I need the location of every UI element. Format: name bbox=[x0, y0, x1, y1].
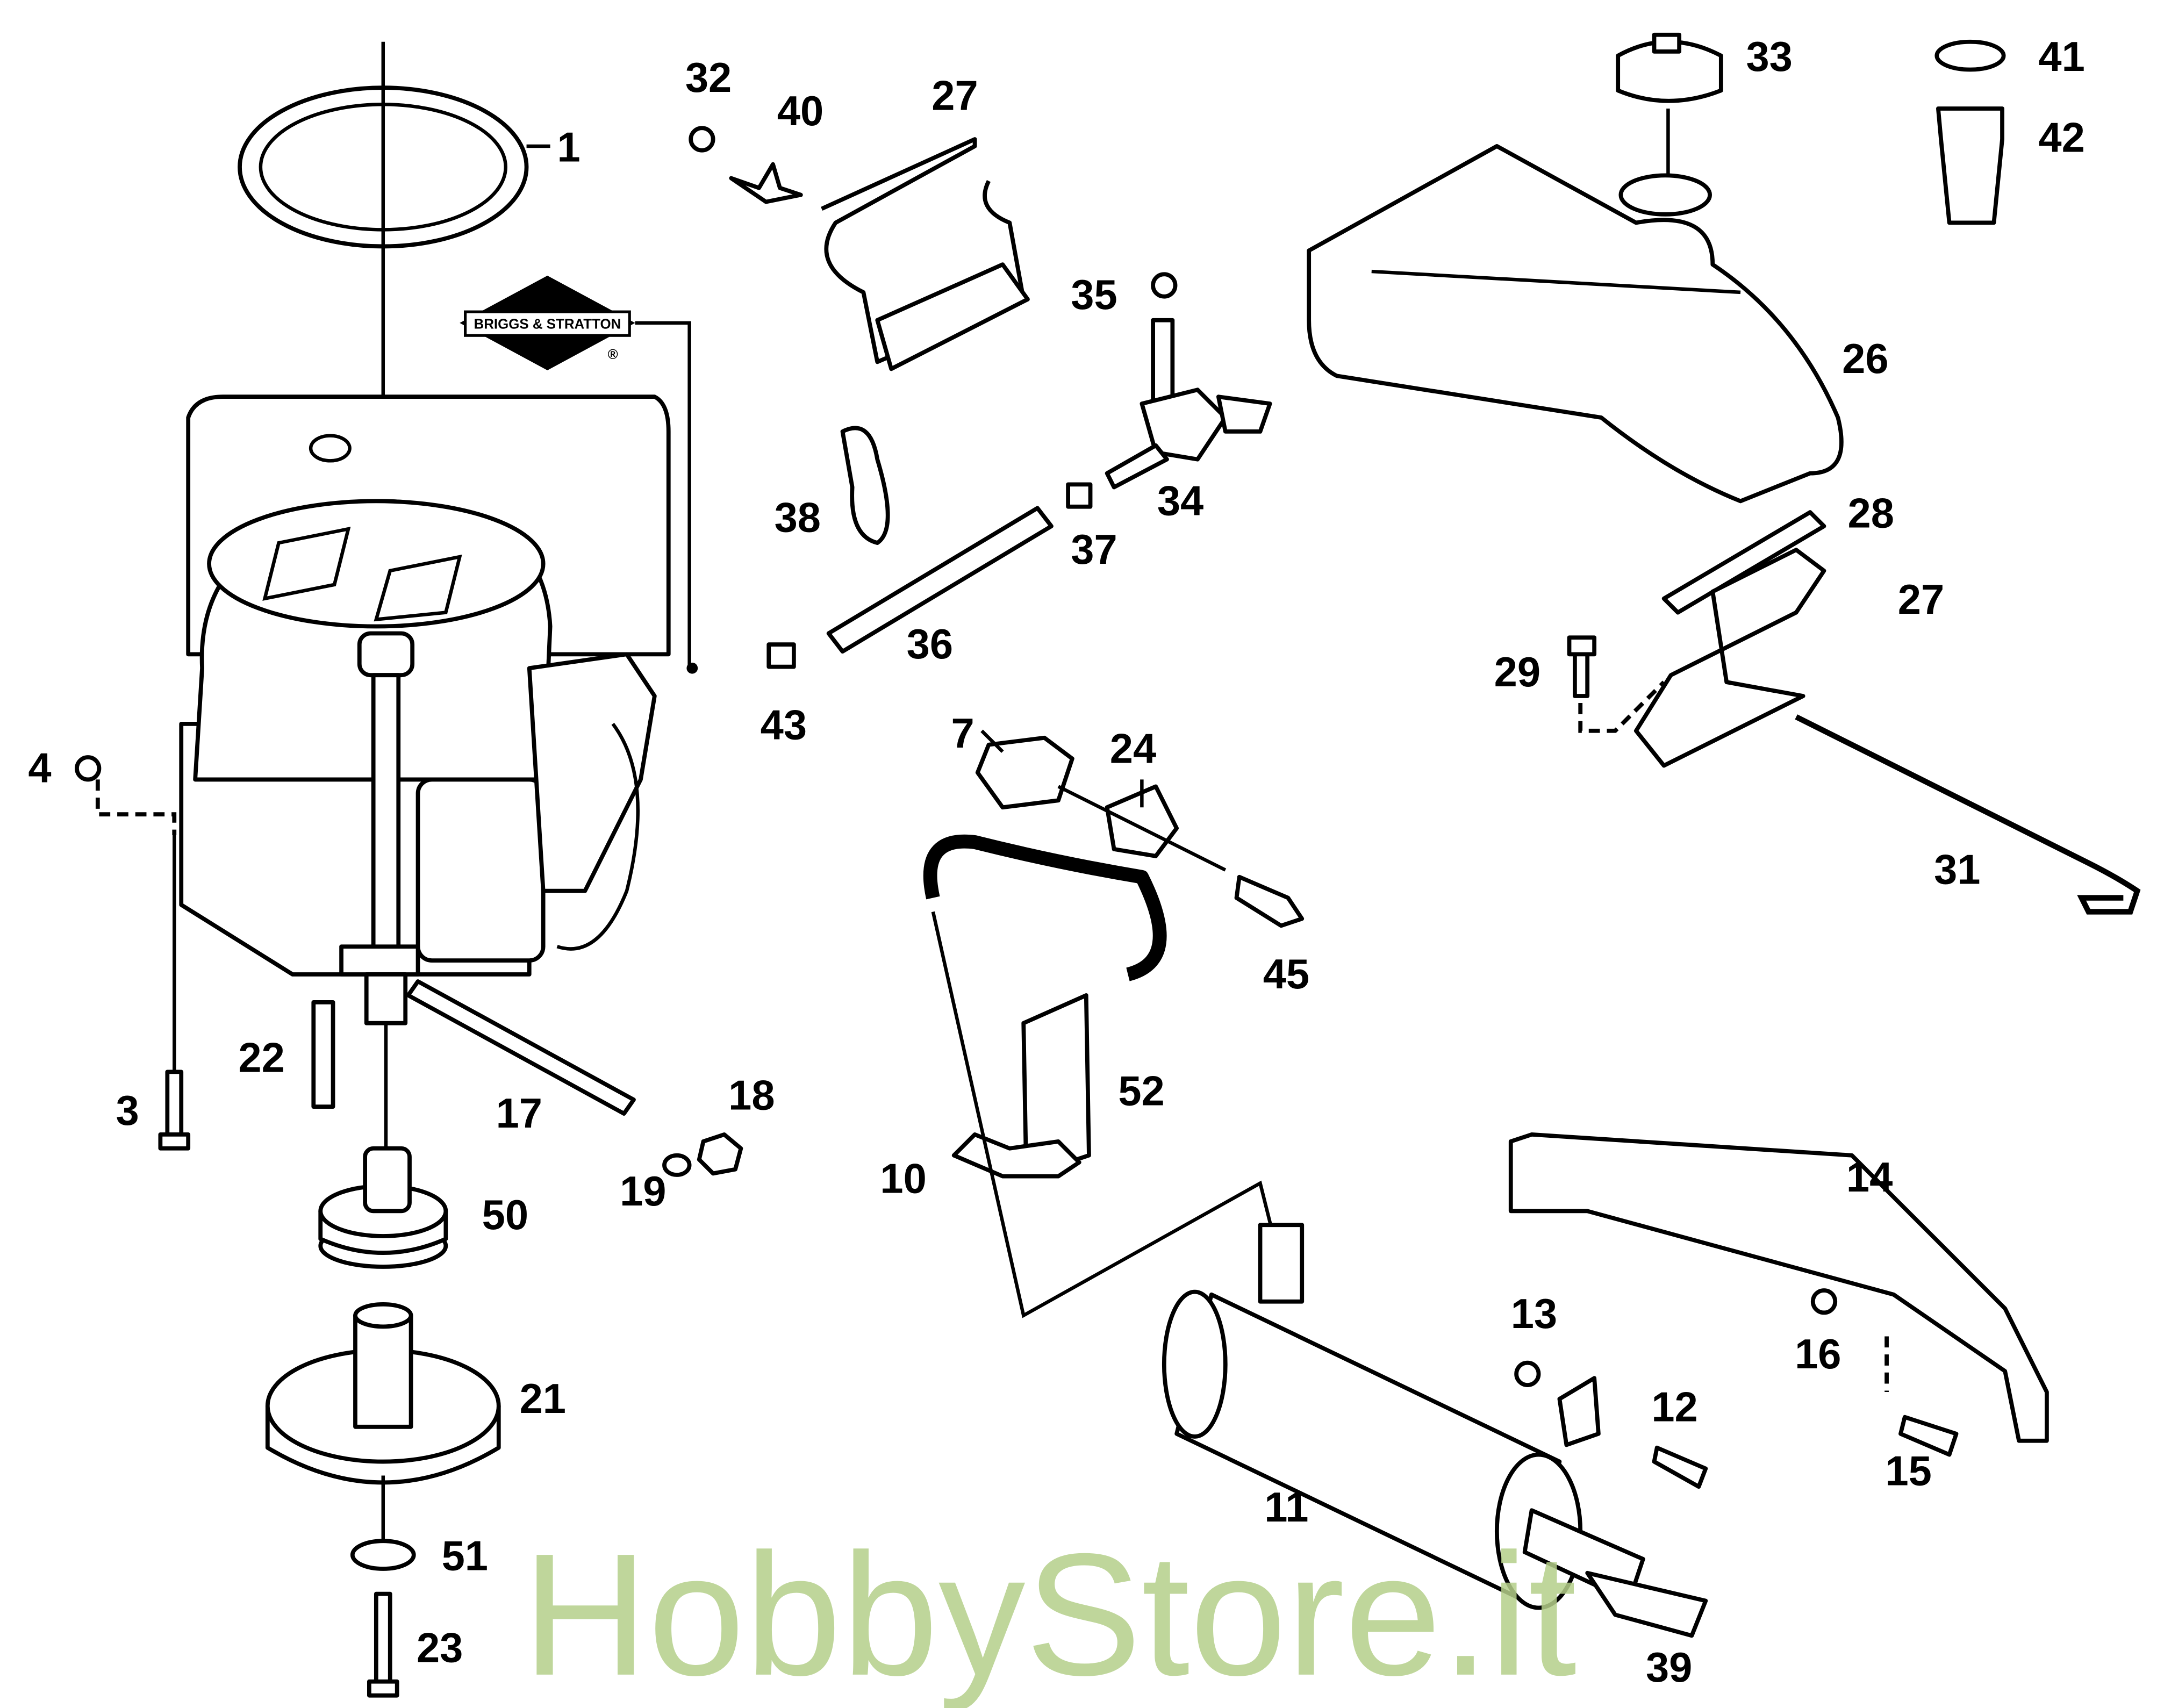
part-label[interactable]: 19 bbox=[620, 1168, 666, 1215]
part-screw-45 bbox=[1234, 874, 1305, 928]
part-bracket-27-bottom bbox=[1633, 548, 1826, 768]
part-bracket-27-top bbox=[821, 137, 1030, 371]
part-fuel-tap bbox=[1105, 272, 1272, 490]
part-washer-51 bbox=[350, 1539, 416, 1571]
part-clamp-37 bbox=[1066, 482, 1093, 509]
part-label[interactable]: 34 bbox=[1157, 478, 1203, 524]
part-wing-nut-40 bbox=[729, 162, 803, 204]
leader-7-24 bbox=[980, 729, 1227, 872]
part-label[interactable]: 7 bbox=[951, 711, 974, 757]
part-nut-4 bbox=[75, 755, 102, 782]
part-label[interactable]: 22 bbox=[238, 1035, 284, 1081]
part-gasket-7 bbox=[975, 735, 1074, 810]
part-label[interactable]: 10 bbox=[880, 1156, 926, 1202]
part-nut-18 bbox=[697, 1132, 743, 1176]
part-label[interactable]: 51 bbox=[442, 1533, 488, 1580]
part-fuel-hose-36 bbox=[826, 506, 1054, 654]
part-label[interactable]: 43 bbox=[761, 702, 807, 748]
part-labels: 1 32 40 27 33 41 42 35 26 38 34 37 28 36… bbox=[28, 34, 2084, 1691]
part-bolt-12 bbox=[1652, 1445, 1708, 1489]
leader-29 bbox=[1578, 680, 1666, 733]
part-label[interactable]: 12 bbox=[1651, 1384, 1697, 1430]
part-label[interactable]: 28 bbox=[1848, 491, 1894, 537]
part-bracket-52 bbox=[1021, 993, 1091, 1179]
part-label[interactable]: 14 bbox=[1846, 1154, 1893, 1201]
watermark: HobbyStore.it bbox=[522, 1517, 1578, 1708]
part-fuel-tank bbox=[1307, 32, 1844, 504]
part-pulley-50 bbox=[318, 1146, 448, 1269]
part-label[interactable]: 27 bbox=[1898, 577, 1944, 623]
leader-exhaust bbox=[931, 911, 1276, 1318]
part-nut-32 bbox=[689, 126, 715, 153]
part-label[interactable]: 15 bbox=[1885, 1448, 1931, 1495]
part-label[interactable]: 41 bbox=[2038, 34, 2084, 80]
leader-4 bbox=[95, 779, 177, 836]
part-label[interactable]: 26 bbox=[1842, 336, 1888, 382]
part-label[interactable]: 13 bbox=[1511, 1291, 1557, 1337]
part-exhaust-pipe bbox=[923, 834, 1167, 981]
part-label[interactable]: 4 bbox=[28, 745, 51, 792]
part-strap-14 bbox=[1508, 1132, 2049, 1443]
part-nut-13 bbox=[1514, 1360, 1541, 1387]
part-label[interactable]: 38 bbox=[775, 494, 821, 541]
part-bolt-15 bbox=[1898, 1415, 1959, 1457]
part-label[interactable]: 24 bbox=[1110, 726, 1156, 772]
part-label[interactable]: 1 bbox=[557, 124, 581, 170]
part-washer-19 bbox=[662, 1153, 692, 1177]
part-label[interactable]: 33 bbox=[1746, 34, 1792, 80]
part-rod-31 bbox=[1795, 714, 2141, 915]
part-label[interactable]: 32 bbox=[685, 55, 732, 101]
part-label[interactable]: 31 bbox=[1934, 847, 1980, 893]
briggs-stratton-logo: BRIGGS & STRATTON ® bbox=[460, 275, 698, 674]
part-muffler-11 bbox=[1162, 1223, 1645, 1610]
logo-registered-mark: ® bbox=[608, 347, 618, 362]
part-label[interactable]: 21 bbox=[520, 1376, 566, 1422]
logo-text: BRIGGS & STRATTON bbox=[474, 317, 621, 332]
part-label[interactable]: 36 bbox=[907, 621, 953, 668]
part-clamp-10 bbox=[951, 1132, 1081, 1179]
part-ring-41 bbox=[1934, 39, 2006, 72]
part-pulley-21 bbox=[265, 1302, 501, 1545]
part-cable-tie-38 bbox=[840, 426, 890, 546]
part-label[interactable]: 40 bbox=[777, 88, 823, 134]
part-hose-28 bbox=[1661, 510, 1826, 615]
part-engine bbox=[179, 394, 671, 977]
part-label[interactable]: 16 bbox=[1795, 1331, 1841, 1377]
part-label[interactable]: 45 bbox=[1263, 951, 1309, 997]
part-label[interactable]: 35 bbox=[1071, 272, 1117, 318]
part-spark-arrestor-39 bbox=[1585, 1570, 1708, 1638]
part-label[interactable]: 18 bbox=[728, 1072, 775, 1118]
part-label[interactable]: 17 bbox=[496, 1090, 542, 1137]
part-nut-16 bbox=[1810, 1288, 1838, 1315]
part-bolt-3 bbox=[158, 835, 191, 1151]
part-key-22 bbox=[311, 1000, 335, 1109]
part-label[interactable]: 37 bbox=[1071, 527, 1117, 573]
part-label[interactable]: 11 bbox=[1264, 1484, 1308, 1531]
part-strainer-42 bbox=[1936, 106, 2004, 225]
part-label[interactable]: 42 bbox=[2038, 114, 2084, 161]
part-bolt-29 bbox=[1567, 635, 1597, 698]
part-label[interactable]: 27 bbox=[931, 73, 978, 119]
part-pin-17 bbox=[406, 979, 636, 1116]
part-label[interactable]: 3 bbox=[116, 1088, 139, 1134]
part-label[interactable]: 50 bbox=[482, 1192, 528, 1238]
part-label[interactable]: 52 bbox=[1118, 1068, 1164, 1115]
part-bracket-13 bbox=[1557, 1376, 1601, 1447]
part-label[interactable]: 23 bbox=[417, 1625, 463, 1671]
part-label[interactable]: 29 bbox=[1494, 649, 1540, 695]
part-label[interactable]: 39 bbox=[1646, 1645, 1692, 1691]
part-bolt-23 bbox=[367, 1591, 399, 1698]
part-clamp-43 bbox=[766, 642, 796, 669]
